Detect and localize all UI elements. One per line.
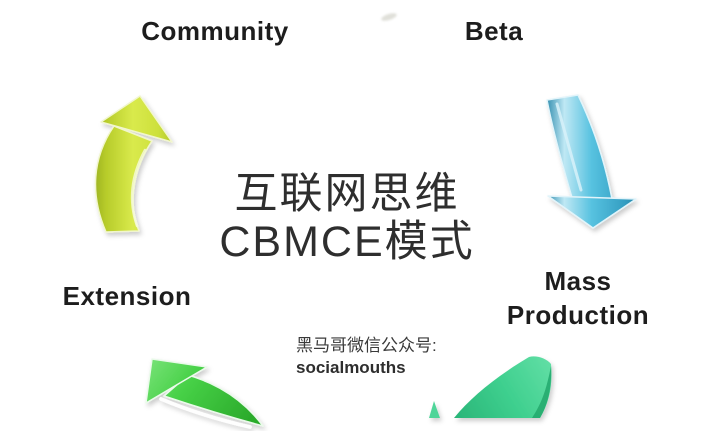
extension-arrow-icon <box>145 358 264 429</box>
stage-label-mass-line2: Production <box>506 300 650 330</box>
watermark-line2: socialmouths <box>296 358 406 377</box>
center-title: 互联网思维 CBMCE模式 <box>219 170 474 266</box>
community-arrow-icon <box>94 95 173 233</box>
beta-arrow-icon <box>546 94 637 229</box>
center-title-line2: CBMCE模式 <box>219 218 475 266</box>
mass-production-arrow-icon <box>429 356 552 418</box>
watermark-line1: 黑马哥微信公众号: <box>296 336 437 355</box>
stage-label-mass-line1: Mass <box>544 266 612 296</box>
stage-label-community: Community <box>141 16 289 46</box>
stage-label-mass-production: Mass Production <box>507 264 649 332</box>
stage-label-extension: Extension <box>62 281 192 311</box>
stage-label-beta: Beta <box>464 16 524 46</box>
center-title-line1: 互联网思维 <box>234 170 460 218</box>
watermark: 黑马哥微信公众号: socialmouths <box>296 335 437 379</box>
